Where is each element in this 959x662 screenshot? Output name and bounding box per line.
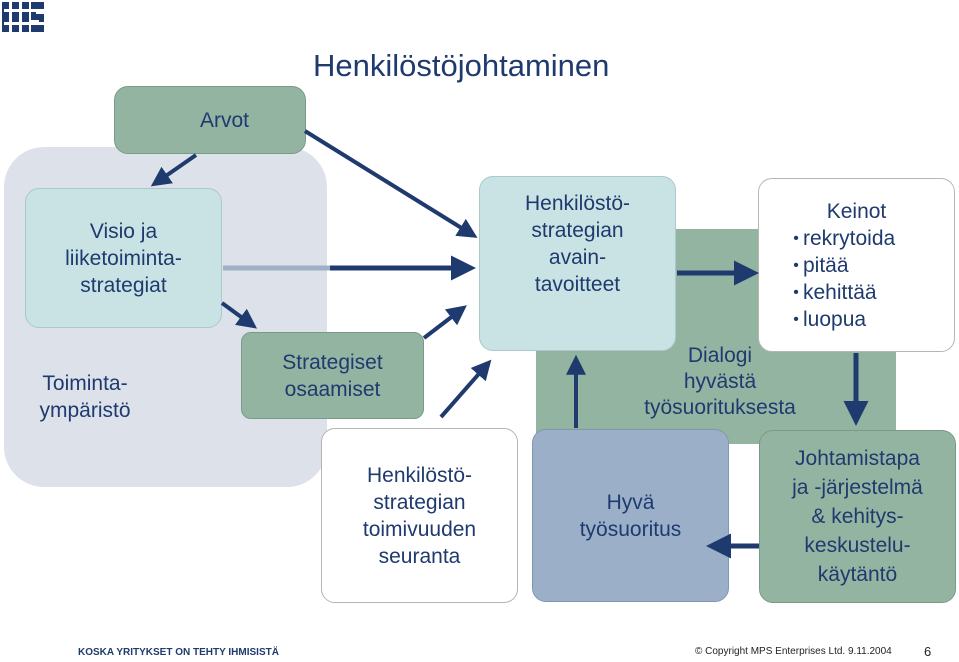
follow-up-line-3: toimivuuden: [362, 517, 477, 541]
management-line-3: & kehitys-: [811, 505, 904, 528]
arrow-values-to-objectives: [303, 129, 478, 238]
dialogue-line-1: Dialogi: [687, 344, 753, 367]
means-item-text: luopua: [803, 307, 867, 331]
objectives-line-1: Henkilöstö-: [524, 191, 631, 215]
management-line-1: Johtamistapa: [795, 447, 920, 470]
values-label: Arvot: [199, 108, 249, 132]
management-line-2: ja -järjestelmä: [792, 476, 923, 499]
means-box: Keinot •rekrytoida •pitää •kehittää •luo…: [758, 178, 955, 352]
vision-line-2: liiketoiminta-: [65, 246, 182, 270]
dialogue-label: Dialogi hyvästä työsuorituksesta: [610, 343, 830, 421]
follow-up-line-2: strategian: [373, 490, 466, 514]
performance-line-2: työsuoritus: [579, 517, 682, 541]
arrow-values-to-vision: [150, 153, 198, 187]
means-item: •pitää: [793, 253, 849, 277]
arrow-vision-to-competences: [220, 301, 258, 329]
means-item-text: kehittää: [803, 280, 877, 304]
strategic-competences-box: Strategiset osaamiset: [241, 332, 424, 419]
follow-up-line-4: seuranta: [378, 544, 461, 568]
means-item: •kehittää: [793, 280, 877, 304]
environment-label: Toiminta- ympäristö: [20, 370, 150, 424]
means-item-text: pitää: [803, 253, 849, 277]
strategic-line-1: Strategiset: [282, 350, 383, 374]
objectives-line-3: avain-: [548, 245, 607, 269]
vision-line-1: Visio ja: [89, 219, 158, 243]
means-item-text: rekrytoida: [803, 226, 896, 250]
strategic-line-2: osaamiset: [284, 377, 381, 401]
vision-box: Visio ja liiketoiminta- strategiat: [25, 188, 222, 328]
mps-logo: [0, 0, 46, 34]
objectives-line-2: strategian: [531, 218, 624, 242]
footer-tagline: KOSKA YRITYKSET ON TEHTY IHMISISTÄ: [78, 647, 279, 658]
good-performance-box: Hyvä työsuoritus: [532, 429, 729, 602]
vision-line-3: strategiat: [80, 273, 167, 297]
management-line-5: käytäntö: [817, 563, 898, 586]
performance-line-1: Hyvä: [606, 490, 655, 514]
management-style-box: Johtamistapa ja -järjestelmä & kehitys- …: [759, 430, 956, 603]
means-item: •luopua: [793, 307, 867, 331]
means-item: •rekrytoida: [793, 226, 896, 250]
environment-line-1: Toiminta-: [42, 372, 128, 395]
page-number: 6: [924, 644, 932, 659]
key-objectives-box: Henkilöstö- strategian avain- tavoitteet: [479, 176, 676, 351]
means-title: Keinot: [826, 199, 887, 223]
dialogue-line-2: hyvästä: [683, 370, 757, 393]
arrow-competences-to-objectives: [422, 305, 467, 340]
dialogue-line-3: työsuorituksesta: [644, 396, 796, 419]
objectives-line-4: tavoitteet: [534, 272, 621, 296]
environment-line-2: ympäristö: [39, 399, 131, 422]
follow-up-line-1: Henkilöstö-: [366, 463, 473, 487]
arrow-follow-up-to-objectives: [439, 359, 492, 419]
follow-up-box: Henkilöstö- strategian toimivuuden seura…: [321, 428, 518, 603]
page-title: Henkilöstöjohtaminen: [313, 48, 610, 83]
values-box: Arvot: [114, 86, 306, 154]
management-line-4: keskustelu-: [804, 534, 911, 557]
footer-copyright: © Copyright MPS Enterprises Ltd. 9.11.20…: [695, 646, 892, 657]
